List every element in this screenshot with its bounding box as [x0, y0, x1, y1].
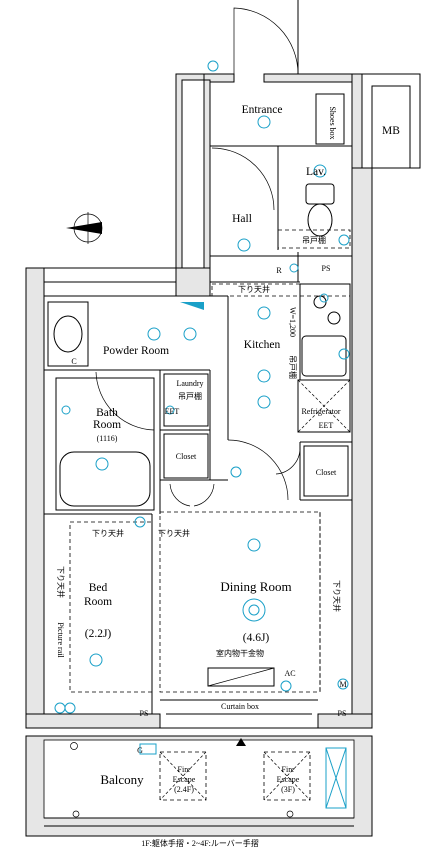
ceiling-light-icon: [257, 369, 271, 383]
power-outlet-icon: [289, 263, 299, 273]
fire-escape-label: Escape: [173, 775, 196, 784]
power-outlet-icon: [280, 680, 292, 692]
room-label-bath-size: (1116): [97, 434, 118, 443]
ceiling-light-icon: [257, 306, 271, 320]
room-label-mb: MB: [382, 125, 400, 137]
picture-rail-note: Picture rail: [56, 622, 65, 658]
fire-escape-label: Fire: [282, 765, 295, 774]
room-label-curtain-box: Curtain box: [221, 702, 259, 711]
hanging-shelf-note: 吊戸棚: [302, 235, 326, 245]
room-label-bath: Bath: [96, 407, 118, 419]
fire-escape-size: (3F): [281, 785, 295, 794]
room-label-dining-size: (4.6J): [243, 632, 270, 644]
room-label-powder-room: Powder Room: [103, 345, 169, 357]
room-label-closet-right: Closet: [316, 468, 337, 477]
ceiling-light-icon: [89, 653, 103, 667]
power-outlet-icon: [319, 293, 329, 303]
lowered-ceiling-note: 下り天井: [92, 528, 124, 538]
room-label-dining-room: Dining Room: [220, 579, 291, 594]
ceiling-light-icon: [95, 457, 109, 471]
pipe-space-label: PS: [140, 709, 149, 718]
ceiling-light-icon: [242, 598, 266, 622]
power-outlet-icon: [230, 466, 242, 478]
ceiling-light-icon: [147, 327, 161, 341]
lowered-ceiling-note: 下り天井: [332, 580, 342, 612]
room-label-refrigerator: Refrigerator: [301, 407, 340, 416]
room-label-laundry: Laundry: [176, 379, 203, 388]
ceiling-light-icon: [257, 115, 271, 129]
power-outlet-icon: [337, 678, 349, 690]
power-outlet-icon: [134, 516, 146, 528]
power-outlet-icon: [165, 405, 175, 415]
room-label-bed: Bed: [89, 582, 108, 594]
room-label-bed-size: (2.2J): [85, 628, 112, 640]
room-label-kitchen: Kitchen: [244, 339, 281, 351]
ceiling-light-icon: [313, 164, 327, 178]
north-arrow-icon: [66, 212, 103, 244]
room-label-entrance: Entrance: [242, 104, 283, 116]
lowered-ceiling-note: 下り天井: [56, 566, 66, 598]
eet-label: EET: [319, 421, 334, 430]
kitchen-width-note: W=1,200: [288, 307, 297, 337]
room-label-lav: Lav.: [306, 166, 326, 178]
electrical-symbols: [54, 60, 350, 818]
ceiling-light-icon: [183, 327, 197, 341]
hanging-shelf-note: 吊戸棚: [178, 391, 202, 401]
lowered-ceiling-note: 下り天井: [238, 284, 270, 294]
room-label-hall: Hall: [232, 213, 252, 225]
ceiling-light-icon: [207, 60, 219, 72]
c-label: C: [71, 357, 76, 366]
power-outlet-icon: [61, 405, 71, 415]
power-outlet-icon: [54, 702, 66, 714]
plan-notes: 下り天井 下り天井 下り天井 下り天井 下り天井 吊戸棚 吊戸棚 吊戸棚 W=1…: [56, 235, 347, 848]
partitions: [44, 145, 352, 729]
eet-label: EET: [165, 407, 180, 416]
pipe-space-label: PS: [338, 709, 347, 718]
lowered-ceiling-note: 下り天井: [158, 528, 190, 538]
room-labels: Entrance Shoes box MB Lav. Hall Powder R…: [84, 104, 400, 794]
room-label-balcony: Balcony: [100, 772, 144, 787]
g-label: G: [137, 746, 143, 755]
room-label-room: Room: [84, 596, 112, 608]
fire-escape-size: (2.4F): [174, 785, 194, 794]
clothes-hanger-note: 室内物干金物: [216, 648, 264, 658]
room-label-room: Room: [93, 419, 121, 431]
ceiling-light-icon: [257, 395, 271, 409]
pipe-space-label: PS: [322, 264, 331, 273]
fixtures: [47, 93, 351, 809]
room-label-closet-left: Closet: [176, 452, 197, 461]
room-label-shoes-box: Shoes box: [328, 106, 337, 139]
r-label: R: [276, 266, 282, 275]
hanging-shelf-note: 吊戸棚: [288, 355, 298, 379]
ceiling-light-icon: [247, 538, 261, 552]
power-outlet-icon: [338, 348, 350, 360]
railing-note: 1F:躯体手摺・2~4F:ルーバー手摺: [141, 838, 259, 848]
door-swings: [95, 0, 301, 507]
ceiling-light-icon: [237, 238, 251, 252]
power-outlet-icon: [64, 702, 76, 714]
power-outlet-icon: [338, 234, 350, 246]
fire-escape-label: Escape: [277, 775, 300, 784]
m-label: M: [339, 680, 346, 689]
ac-label: AC: [284, 669, 295, 678]
walls: [25, 73, 421, 837]
fire-escape-label: Fire: [178, 765, 191, 774]
